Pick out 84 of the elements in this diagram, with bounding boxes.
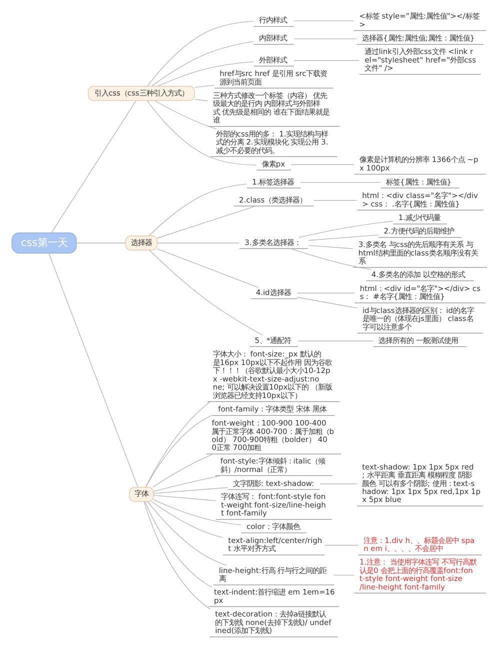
node-box: 引入css（css三种引入方式） xyxy=(88,86,195,101)
connector xyxy=(152,454,214,488)
node-text: 文字阴影: text-shadow: xyxy=(233,478,314,488)
node-text: text-shadow: 1px 1px 5px red; 水平距离 垂直距离 模糊程度 阴影颜色 可以有多个阴影; 使用：text-shadow: 1px 1px 5px red,1px 1px 5px blue xyxy=(362,462,481,504)
node-box: 字体 xyxy=(129,486,154,502)
connector xyxy=(153,499,242,526)
node-text: html：<div class="名字"></div> css： .名字{属性：属性值} xyxy=(362,191,478,208)
connector xyxy=(144,501,212,588)
connector xyxy=(152,501,224,538)
connector xyxy=(149,250,264,336)
connector xyxy=(156,242,240,244)
connector xyxy=(298,340,374,342)
connector xyxy=(147,501,228,566)
node-text: id与class选择器的区别： id的名字是唯一的（体现在js里面） class名字可以注意多个 xyxy=(362,306,474,332)
node-text: 1.注意： 当使用字体连写 不写行高默认是0 会把上面的行高覆盖font:font-style font-weight font-size/line-height font-family xyxy=(359,558,476,592)
node-text: 外部样式 xyxy=(258,55,287,64)
connector xyxy=(194,84,215,88)
node-text: 外部的css用的多： 1.实现结构与样式的分离 2.实现模块化 实现公用 3.减少不必要的代码。 xyxy=(216,129,328,155)
node-text: 4.多类名的添加 以空格的形式 xyxy=(371,270,465,280)
node-text: 三种方式修改一个标签（内容） 优先级最大的是行内 内部样式与外部样式 优先级是相同的 谁在下面结果就是谁 xyxy=(212,90,330,125)
connector xyxy=(145,401,210,488)
connector xyxy=(294,20,354,22)
node-text: 1.标签选择器 xyxy=(252,177,294,186)
connector xyxy=(153,487,228,494)
connector xyxy=(296,292,355,294)
connector xyxy=(156,206,256,238)
connector xyxy=(298,220,394,238)
node-text: text-decoration：去掉a链接默认的下划线 none(去掉下划线)/ undefined(添加下划线) xyxy=(215,610,332,636)
node-box: css第一天 xyxy=(12,232,77,254)
connector xyxy=(154,100,216,130)
connector xyxy=(144,501,210,610)
connector xyxy=(151,41,254,86)
connector xyxy=(334,574,354,576)
connector xyxy=(314,200,358,201)
connector xyxy=(146,100,257,166)
node-text: 内部样式 xyxy=(258,34,287,43)
connector xyxy=(156,248,259,288)
node-text: 行内样式 xyxy=(258,16,287,25)
connector xyxy=(294,60,360,61)
connector xyxy=(51,100,136,234)
node-text: <标签 style="属性:属性值"></标签> xyxy=(359,12,480,29)
node-text: font-family：字体类型 宋体 黑体 xyxy=(218,404,326,414)
node-text: 字体大小： font-size:_px 默认的是16px 10px以下不起作用 因为谷歌下！！！（谷歌默认最小大小10-12px -webkit-text-size-adjust:none; 可以解决设置10px以下的 （新版浏览器已经支持10px以下） xyxy=(212,350,332,400)
node-text: font-style:字体倾斜：italic（倾斜）/normal（正常） xyxy=(220,456,326,474)
connector xyxy=(145,414,213,488)
connector xyxy=(308,245,354,250)
connector xyxy=(147,20,254,86)
node-text: line-height:行高 行与行之间的距离 xyxy=(218,566,327,584)
node-text: html：<div id="名字"></div> css： #名字{属性：属性值} xyxy=(360,284,481,302)
node-box: 选择器 xyxy=(125,236,158,250)
connector xyxy=(157,61,254,87)
node-text: 3.多类名 与css的先后顺序有关系 与html结构里面的class类名顺序没有关系 xyxy=(358,240,478,266)
node-text: href与src href 是引用 src下载资源到当前页面 xyxy=(220,69,328,86)
node-text: text-indent:首行缩进 em 1em=16px xyxy=(214,588,335,605)
node-text: text-align:left/center/right 水平对齐方式 xyxy=(228,536,322,554)
node-text: font-weight：100-900 100-400属于正常字体 400-700：属于加粗（bold） 700-900特粗（bolder） 400正常 700加粗 xyxy=(212,418,334,452)
node-text: 4.id选择器 xyxy=(256,288,291,298)
connector xyxy=(48,252,138,488)
connector xyxy=(76,242,126,244)
connector xyxy=(300,182,382,183)
connector xyxy=(153,475,222,492)
node-text: 标签{属性：属性值} xyxy=(386,177,452,186)
node-text: 像素是计算机的分辨率 1366个点 ~px 100px xyxy=(359,155,478,172)
node-text: color：字体颜色 xyxy=(246,522,300,532)
node-text: 3.多类名选择器： xyxy=(244,238,301,247)
node-text: 1.减少代码量 xyxy=(398,213,441,222)
node-text: 选择所有的 一般测试使用 xyxy=(378,336,458,345)
node-text: 像素px xyxy=(262,159,286,168)
connector xyxy=(290,248,372,270)
node-text: 字体连写： font:font-style font-weight font-size/line-height font-family xyxy=(221,492,326,518)
connector xyxy=(294,38,357,40)
connector xyxy=(194,99,208,102)
node-text: 注意：1.div h、、标题会居中 span em i、、、、不会居中 xyxy=(364,536,475,554)
node-text: 2.class（类选择器） xyxy=(239,195,307,204)
node-text: 通过link引入外部css文件 <link rel="stylesheet" href="外部css文件" /> xyxy=(364,47,476,73)
connector xyxy=(308,234,379,241)
connector xyxy=(296,296,358,308)
connector xyxy=(290,164,354,165)
node-text: 5、*通配符 xyxy=(254,336,292,345)
connector xyxy=(153,495,216,502)
connector xyxy=(148,184,247,236)
node-text: 2.方便代码的后期维护 xyxy=(384,226,454,236)
node-text: 选择器{属性:属性值;属性：属性值} xyxy=(362,34,475,43)
connector xyxy=(324,544,359,546)
